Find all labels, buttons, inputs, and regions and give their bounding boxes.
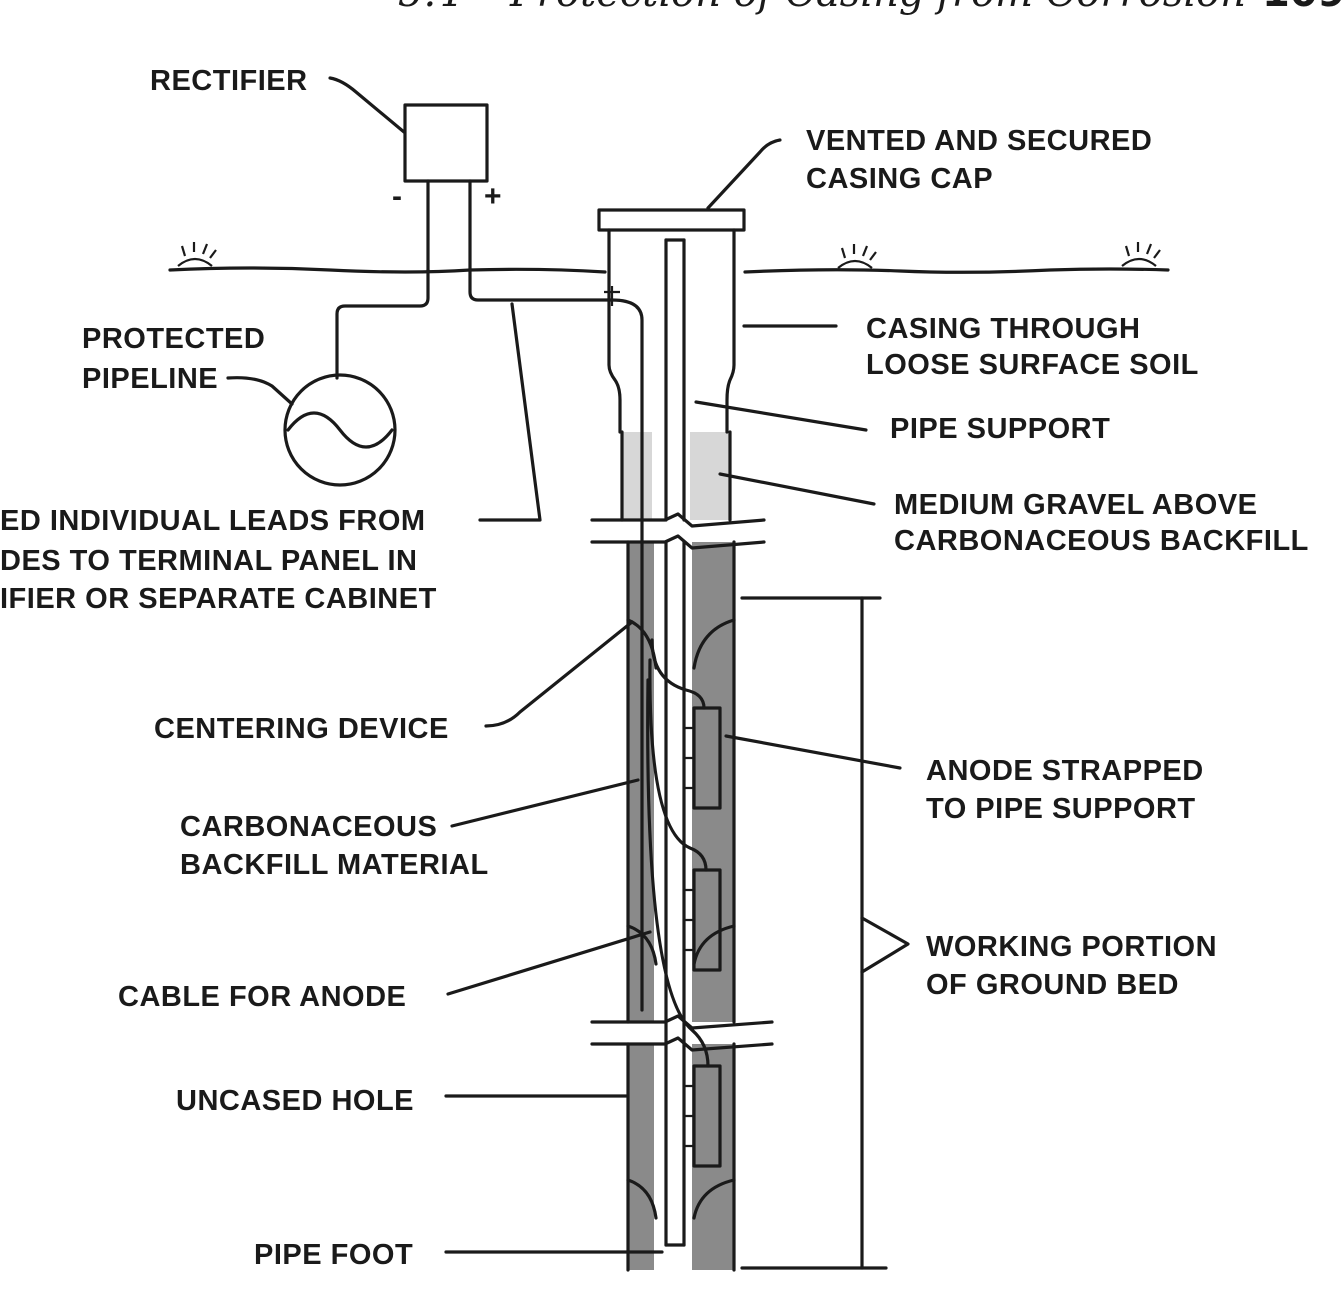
- label-uncased-hole: UNCASED HOLE: [176, 1085, 414, 1117]
- negative-cable: [335, 268, 430, 380]
- grass-tuft-2: [837, 244, 877, 269]
- centering-devices: [626, 618, 736, 1220]
- label-casing-soil-line2: LOOSE SURFACE SOIL: [866, 349, 1199, 381]
- leader-casing-cap: [706, 138, 782, 210]
- centering-device-mid-left: [626, 924, 658, 966]
- label-casing-soil-line1: CASING THROUGH: [866, 313, 1140, 345]
- backfill-lower-left: [628, 1044, 654, 1270]
- ground-line-right: [743, 267, 1170, 274]
- rectifier: - +: [392, 103, 502, 272]
- label-cable-for-anode: CABLE FOR ANODE: [118, 981, 406, 1013]
- label-gravel-line1: MEDIUM GRAVEL ABOVE: [894, 489, 1257, 521]
- positive-cable: [468, 268, 644, 1012]
- label-protected-pipeline-line2: PIPELINE: [82, 363, 218, 395]
- leader-pipe-support: [694, 400, 868, 432]
- label-working-portion-line1: WORKING PORTION: [926, 931, 1217, 963]
- labels: RECTIFIER VENTED AND SECURED CASING CAP …: [0, 65, 1309, 1271]
- label-casing-cap-line2: CASING CAP: [806, 163, 993, 195]
- casing-wall-right: [725, 228, 736, 434]
- leader-cable-for-anode: [446, 930, 652, 996]
- backfill-lower-right: [692, 1044, 734, 1270]
- protected-pipeline: [283, 373, 397, 487]
- label-anode-strapped-line1: ANODE STRAPPED: [926, 755, 1204, 787]
- label-protected-pipeline-line1: PROTECTED: [82, 323, 265, 355]
- gravel-zone-left: [622, 432, 652, 520]
- anode-cables: [646, 638, 710, 1068]
- break-mark-upper-bottom: [590, 534, 766, 550]
- label-backfill-line2: BACKFILL MATERIAL: [180, 849, 489, 881]
- anode-2-straps: [684, 888, 694, 952]
- anode-1-straps: [684, 726, 694, 790]
- leader-anode-strapped: [724, 734, 902, 770]
- label-gravel-line2: CARBONACEOUS BACKFILL: [894, 525, 1309, 557]
- cable-clamp: [604, 286, 620, 306]
- centering-device-lower-right: [692, 1178, 736, 1220]
- label-backfill-line1: CARBONACEOUS: [180, 811, 437, 843]
- pipe-support-mask: [666, 240, 684, 1245]
- label-working-portion-line2: OF GROUND BED: [926, 969, 1179, 1001]
- centering-device-lower-left: [626, 1178, 658, 1220]
- rectifier-minus: -: [392, 180, 402, 213]
- break-mark-lower-bottom: [590, 1036, 774, 1052]
- leader-leads: [478, 302, 542, 522]
- rectifier-plus: +: [484, 180, 502, 213]
- section-title: Protection of Casing from Corrosion: [509, 0, 1246, 16]
- section-number: 5.4: [398, 0, 462, 16]
- label-rectifier: RECTIFIER: [150, 65, 308, 97]
- grass-tuft-1: [177, 242, 217, 267]
- leader-gravel: [718, 472, 876, 506]
- centering-device-upper-right: [692, 618, 736, 670]
- page-header: 5.4 Protection of Casing from Corrosion …: [398, 0, 1343, 16]
- anode-cable-1: [650, 638, 706, 710]
- anode-cable-2: [648, 658, 708, 872]
- anode-3-straps: [684, 1084, 694, 1148]
- grass-tuft-3: [1121, 242, 1161, 267]
- ground-line-left: [168, 266, 607, 274]
- label-leads-line3: IFIER OR SEPARATE CABINET: [0, 583, 437, 615]
- break-marks: [590, 512, 774, 1052]
- leader-centering-device: [484, 620, 634, 728]
- casing: [597, 208, 746, 434]
- label-leads-line2: DES TO TERMINAL PANEL IN: [0, 545, 418, 577]
- pipeline-circle: [283, 373, 397, 487]
- label-anode-strapped-line2: TO PIPE SUPPORT: [926, 793, 1196, 825]
- leader-backfill-material: [450, 778, 640, 828]
- casing-wall-left: [607, 228, 622, 434]
- label-leads-line1: ED INDIVIDUAL LEADS FROM: [0, 505, 426, 537]
- working-portion-dimension: [740, 596, 910, 1270]
- label-centering-device: CENTERING DEVICE: [154, 713, 449, 745]
- pipe-support: [664, 238, 686, 1247]
- label-casing-cap-line1: VENTED AND SECURED: [806, 125, 1152, 157]
- label-pipe-foot: PIPE FOOT: [254, 1239, 413, 1271]
- anode-cable-3: [646, 678, 710, 1068]
- label-pipe-support: PIPE SUPPORT: [890, 413, 1110, 445]
- break-mark-lower-top: [590, 1014, 774, 1030]
- leader-protected-pipeline: [226, 376, 294, 406]
- leader-lines: [226, 76, 902, 1254]
- pipeline-wave: [286, 411, 394, 449]
- leader-rectifier: [328, 76, 406, 134]
- dimension-brace: [860, 916, 910, 974]
- ground-surface: [168, 242, 1170, 274]
- break-mark-upper-top: [590, 512, 766, 528]
- rectifier-box: [403, 103, 489, 183]
- page-number: 109: [1262, 0, 1343, 16]
- casing-cap: [597, 208, 746, 232]
